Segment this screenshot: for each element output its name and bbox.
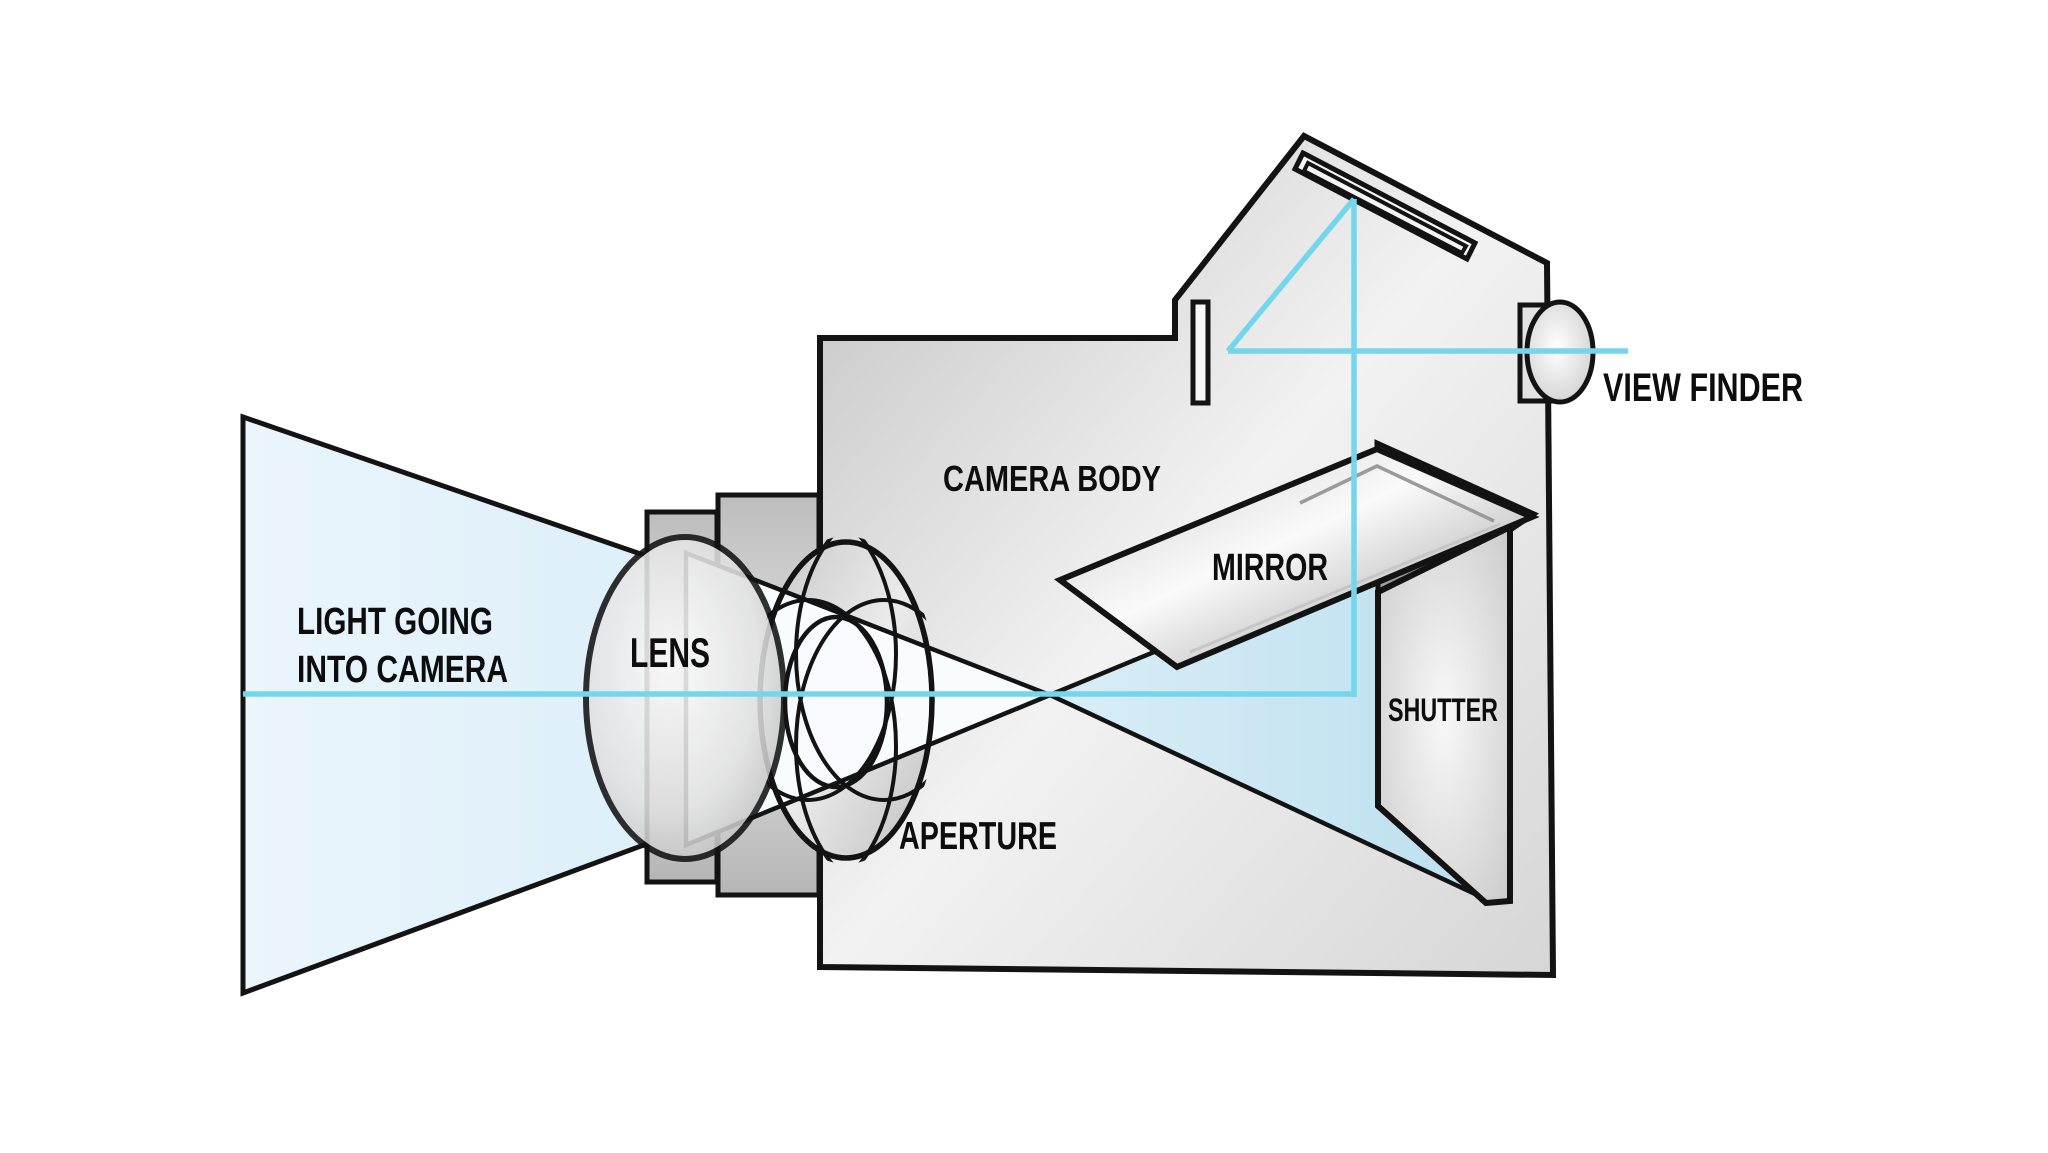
light-path — [243, 197, 1628, 697]
label-aperture: APERTURE — [899, 815, 1057, 858]
focus-screen-slot — [1190, 299, 1211, 406]
pentaprism-slot-inner — [1301, 160, 1469, 256]
prism-inner-edge — [1299, 464, 1495, 523]
light-path-prism-diagonal — [1225, 197, 1357, 353]
label-view-finder: VIEW FINDER — [1603, 366, 1803, 410]
label-mirror: MIRROR — [1212, 547, 1328, 589]
mirror-highlight — [1189, 522, 1501, 654]
shutter-panel — [1375, 522, 1513, 907]
lens-element — [583, 534, 787, 862]
label-camera-body: CAMERA BODY — [943, 458, 1161, 499]
label-shutter: SHUTTER — [1388, 692, 1498, 728]
mirror-shape — [1053, 445, 1540, 671]
label-light-going-line1: LIGHT GOING — [297, 601, 493, 643]
label-light-going-line2: INTO CAMERA — [297, 649, 508, 691]
label-lens: LENS — [630, 629, 710, 676]
